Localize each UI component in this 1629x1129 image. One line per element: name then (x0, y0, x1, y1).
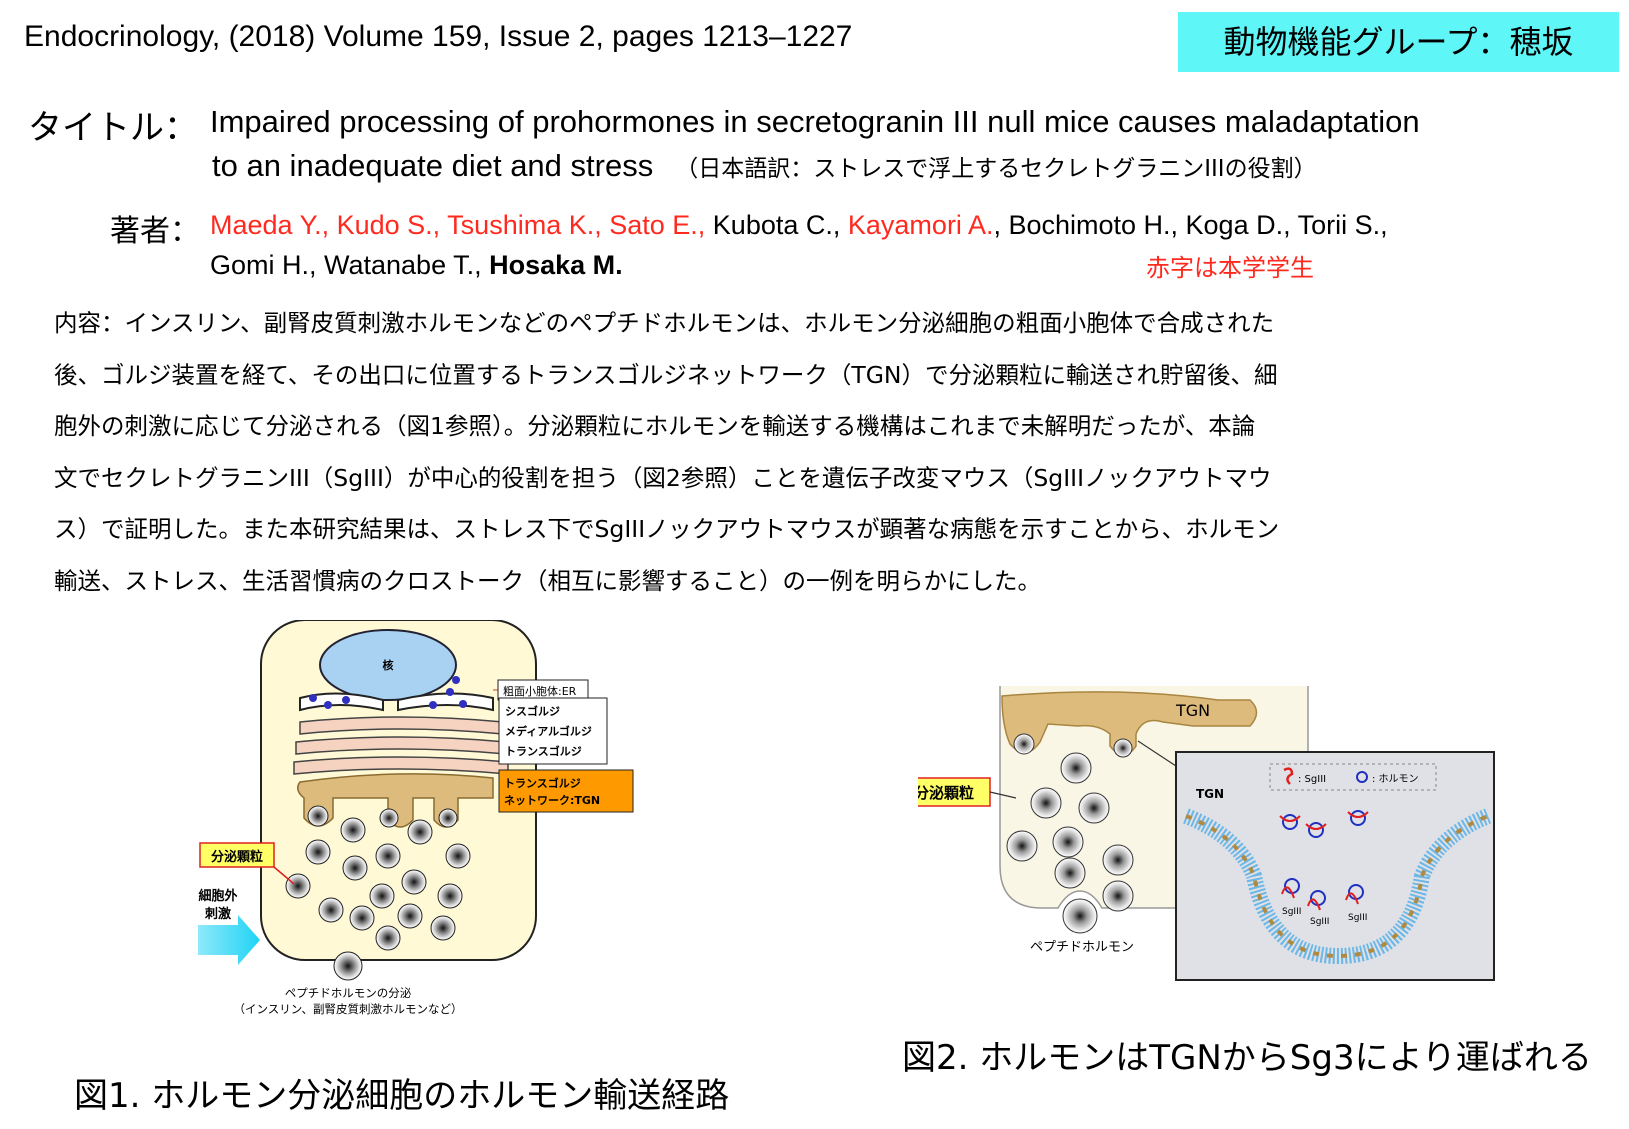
authors-line2: Gomi H., Watanabe T., Hosaka M. (210, 250, 623, 281)
tgn-label: TGN (1175, 701, 1210, 720)
granules (285, 805, 471, 981)
inset-box (1175, 751, 1495, 981)
author-group-kubota: Kubota C., (705, 210, 848, 240)
figure2-caption: 図2. ホルモンはTGNからSg3により運ばれる (902, 1038, 1592, 1078)
sg-label-2: SgIII (1310, 917, 1329, 927)
author-group-students2: Kayamori A. (847, 210, 994, 240)
er-left (299, 692, 384, 712)
stimulus-arrow (198, 915, 260, 965)
title-japanese: （日本語訳：ストレスで浮上するセクレトグラニンIIIの役割） (675, 156, 1317, 182)
stimulus-line1: 細胞外 (198, 888, 237, 904)
author-corresponding: Hosaka M. (489, 250, 623, 280)
cis-golgi-label: シスゴルジ (505, 704, 560, 718)
hormone-label: ペプチドホルモン (1030, 940, 1134, 955)
granules (1006, 733, 1134, 934)
legend-hormone: : ホルモン (1372, 773, 1419, 785)
content-line: 内容：インスリン、副腎皮質刺激ホルモンなどのペプチドホルモンは、ホルモン分泌細胞… (54, 309, 1275, 337)
sg-label-1: SgIII (1282, 907, 1301, 917)
stimulus-line2: 刺激 (205, 906, 232, 922)
content-paragraph: 内容：インスリン、副腎皮質刺激ホルモンなどのペプチドホルモンは、ホルモン分泌細胞… (54, 298, 1574, 607)
hormone-cargo (1279, 810, 1369, 911)
sg-label-3: SgIII (1348, 913, 1367, 923)
content-line: 文でセクレトグラニンIII（SgIII）が中心的役割を担う（図2参照）ことを遺伝… (54, 463, 1272, 492)
er-label: 粗面小胞体:ER (503, 684, 577, 698)
content-line: 胞外の刺激に応じて分泌される（図1参照）。分泌顆粒にホルモンを輸送する機構はこれ… (54, 412, 1256, 440)
er-right (397, 692, 494, 712)
nucleus (319, 629, 457, 701)
inset-tgn-label: TGN (1196, 787, 1224, 801)
legend-sg: : SgIII (1298, 774, 1326, 785)
granule-label: 分泌顆粒 (211, 849, 263, 865)
trans-golgi-label: トランスゴルジ (505, 744, 582, 758)
tgn-label-box (498, 769, 634, 813)
figure1-diagram: 核 粗面小胞体:ER シスゴルジ メディアルゴルジ トランスゴルジ トランスゴル… (198, 620, 634, 1016)
ribosomes (309, 676, 467, 709)
content-line: 輸送、ストレス、生活習慣病のクロストーク（相互に影響すること）の一例を明らかにし… (54, 566, 1041, 595)
content-line: 後、ゴルジ装置を経て、その出口に位置するトランスゴルジネットワーク（TGN）で分… (54, 360, 1278, 389)
citation: Endocrinology, (2018) Volume 159, Issue … (24, 20, 853, 53)
group-badge: 動物機能グループ：穂坂 (1178, 12, 1619, 72)
title-label: タイトル： (28, 108, 198, 148)
tgn-label-line1: トランスゴルジ (504, 776, 581, 790)
title-english-line2: to an inadequate diet and stress (212, 148, 654, 183)
golgi-label-box (498, 697, 608, 765)
title-english-line1: Impaired processing of prohormones in se… (210, 104, 1420, 139)
student-note: 赤字は本学学生 (1146, 254, 1314, 282)
author-group-students1: Maeda Y., Kudo S., Tsushima K., Sato E., (210, 210, 706, 240)
authors-line1: Maeda Y., Kudo S., Tsushima K., Sato E.,… (210, 210, 1388, 241)
content-line: ス）で証明した。また本研究結果は、ストレス下でSgIIIノックアウトマウスが顕著… (54, 515, 1280, 543)
author-group-last: Gomi H., Watanabe T., (210, 250, 490, 280)
granule-label: 分泌顆粒 (918, 784, 974, 802)
membrane-proteins (1185, 814, 1489, 959)
figure2-diagram: TGN 分泌顆粒 ペプチドホルモン : SgIII : ホルモン TGN SgI… (918, 686, 1495, 981)
secretion-label2: （インスリン、副腎皮質刺激ホルモンなど） (233, 1002, 462, 1016)
secretion-label1: ペプチドホルモンの分泌 (285, 986, 412, 1000)
nucleus-label: 核 (383, 658, 394, 672)
tgn-label-line2: ネットワーク:TGN (504, 794, 600, 807)
author-group-others: , Bochimoto H., Koga D., Torii S., (993, 210, 1388, 240)
figure1-caption: 図1. ホルモン分泌細胞のホルモン輸送経路 (74, 1076, 730, 1116)
medial-golgi-label: メディアルゴルジ (505, 724, 592, 738)
authors-label: 著者： (110, 214, 200, 249)
title-line2: to an inadequate diet and stress （日本語訳：スト… (212, 148, 1317, 184)
granule-label-box (199, 842, 275, 868)
